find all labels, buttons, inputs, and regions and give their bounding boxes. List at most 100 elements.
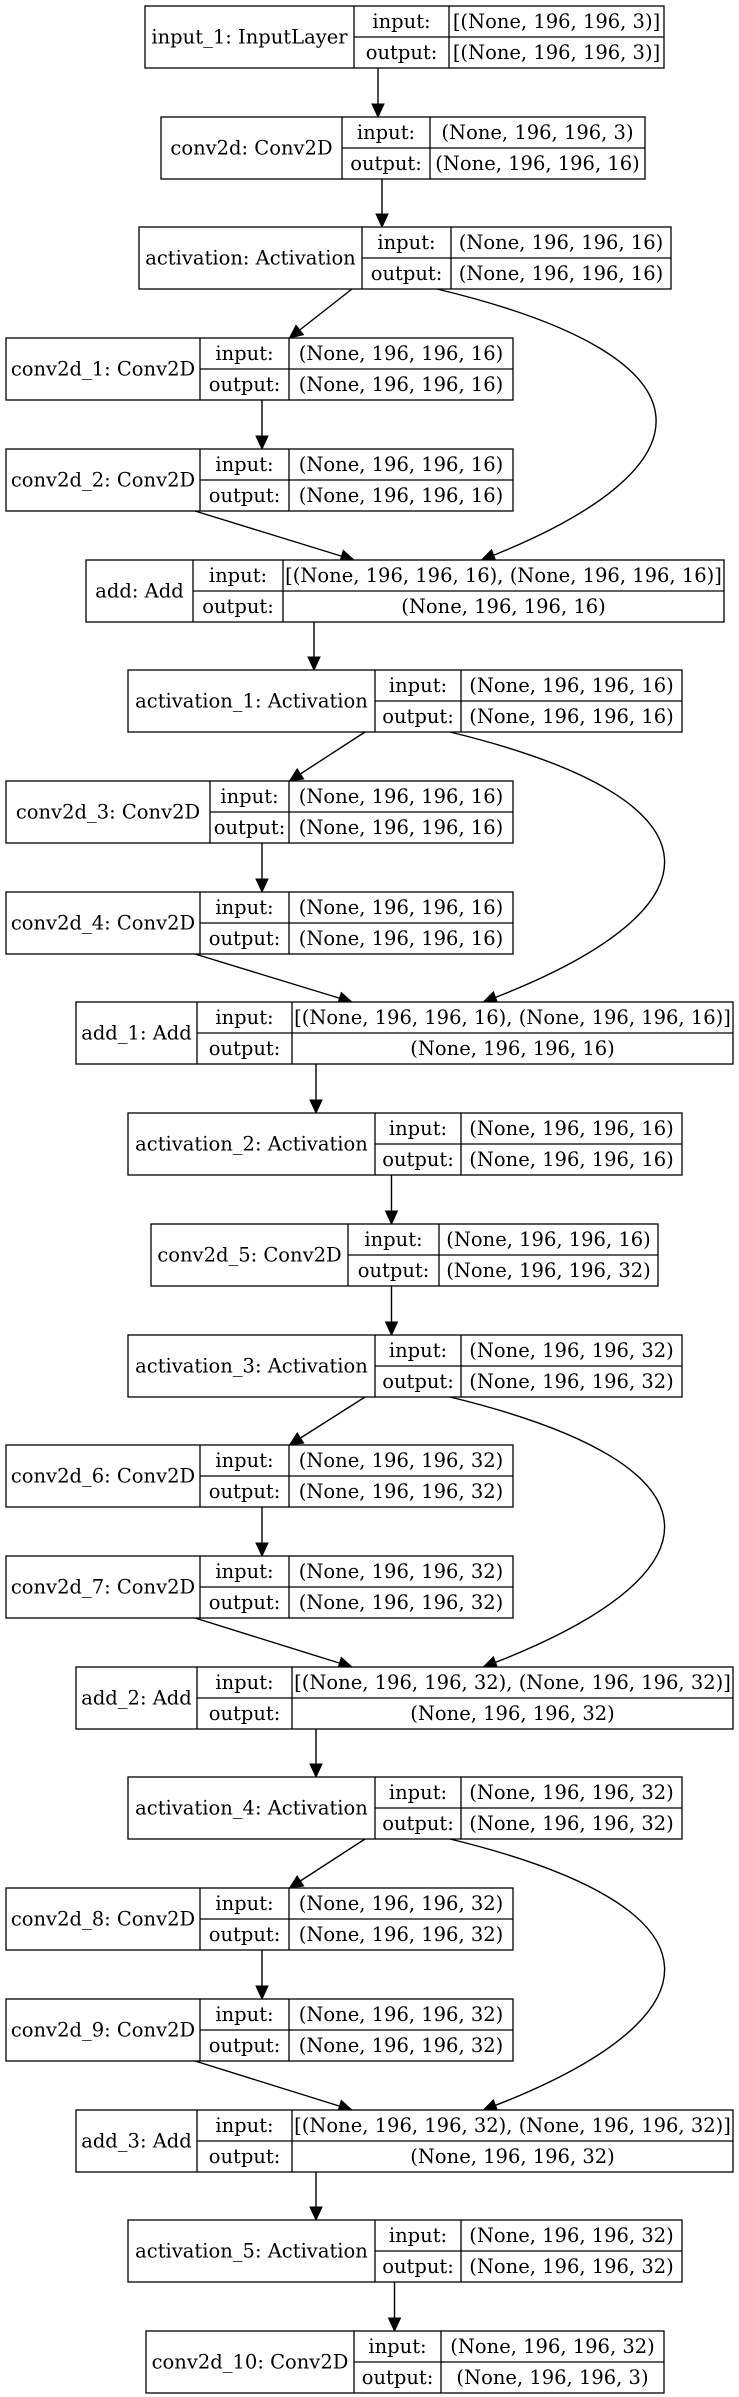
arrowhead <box>387 2317 402 2333</box>
input-shape: [(None, 196, 196, 3)] <box>453 10 660 33</box>
layer-name: activation_1: Activation <box>135 690 368 713</box>
input-shape: (None, 196, 196, 32) <box>469 2224 674 2247</box>
layer-node-input_1: input_1: InputLayer input: output: [(None, … <box>144 5 665 69</box>
edge-conv2d_9-to-add_3 <box>194 2060 354 2113</box>
output-shape: (None, 196, 196, 16) <box>299 373 504 396</box>
edge-conv2d_5-to-activation_3 <box>384 1286 399 1337</box>
input-shape: (None, 196, 196, 16) <box>446 1228 651 1251</box>
input-shape: (None, 196, 196, 32) <box>469 1781 674 1804</box>
arrowhead <box>384 1210 399 1226</box>
edge-line <box>449 1396 666 1668</box>
input-label: input: <box>357 121 415 144</box>
output-shape: (None, 196, 196, 32) <box>469 2255 674 2278</box>
edge-activation_1-to-add_1 <box>449 731 666 1004</box>
layer-node-conv2d_9: conv2d_9: Conv2D input: output: (None, 196,… <box>5 1998 514 2062</box>
input-label: input: <box>215 1671 273 1694</box>
output-label: output: <box>209 484 281 507</box>
input-shape: (None, 196, 196, 16) <box>299 453 504 476</box>
input-label: input: <box>389 1117 447 1140</box>
layer-node-activation_3: activation_3: Activationinput:output:(No… <box>127 1334 683 1398</box>
input-shape: (None, 196, 196, 16) <box>469 674 674 697</box>
arrowhead <box>288 1874 305 1889</box>
input-shape: (None, 196, 196, 32) <box>299 1560 504 1583</box>
output-shape: (None, 196, 196, 16) <box>299 927 504 950</box>
edge-conv2d_4-to-add_1 <box>194 953 354 1005</box>
edge-add-to-activation_1 <box>307 622 321 672</box>
output-label: output: <box>214 816 286 839</box>
input-shape: (None, 196, 196, 32) <box>299 2003 504 2026</box>
edge-activation_2-to-conv2d_5 <box>384 1175 399 1226</box>
layer-name: activation_5: Activation <box>135 2240 368 2263</box>
layer-name: conv2d: Conv2D <box>170 137 332 160</box>
layer-name: conv2d_2: Conv2D <box>11 469 195 492</box>
edge-add_2-to-activation_4 <box>309 1729 323 1779</box>
layer-name: activation: Activation <box>145 247 356 270</box>
output-label: output: <box>209 373 281 396</box>
edge-activation_5-to-conv2d_10 <box>387 2282 402 2333</box>
input-label: input: <box>215 2114 273 2137</box>
arrowhead <box>288 324 305 339</box>
output-label: output: <box>209 1480 281 1503</box>
arrowhead <box>309 1763 323 1779</box>
layer-name: conv2d_10: Conv2D <box>152 2351 349 2374</box>
output-label: output: <box>371 262 443 285</box>
output-shape: (None, 196, 196, 32) <box>410 1702 615 1725</box>
output-shape: (None, 196, 196, 16) <box>401 595 606 618</box>
layer-name: conv2d_6: Conv2D <box>11 1465 195 1488</box>
output-label: output: <box>209 1923 281 1946</box>
input-label: input: <box>364 1228 422 1251</box>
edge-activation_1-to-conv2d_3 <box>288 731 366 782</box>
input-shape: (None, 196, 196, 16) <box>299 342 504 365</box>
input-label: input: <box>215 2003 273 2026</box>
output-shape: (None, 196, 196, 16) <box>410 1037 615 1060</box>
layer-name: conv2d_9: Conv2D <box>11 2019 195 2042</box>
edge-activation-to-add <box>436 288 657 562</box>
edge-conv2d_1-to-conv2d_2 <box>255 400 269 451</box>
layer-name: add_3: Add <box>81 2130 192 2153</box>
input-label: input: <box>389 1781 447 1804</box>
input-shape: (None, 196, 196, 16) <box>299 896 504 919</box>
edge-line <box>194 953 353 1003</box>
input-label: input: <box>389 1339 447 1362</box>
input-label: input: <box>368 2335 426 2358</box>
layer-name: conv2d_5: Conv2D <box>157 1244 341 1267</box>
arrowhead <box>307 656 321 672</box>
edge-conv2d_7-to-add_2 <box>194 1617 354 1670</box>
layer-node-activation: activation: Activationinput:output:(None… <box>138 226 672 290</box>
input-shape: (None, 196, 196, 32) <box>299 1892 504 1915</box>
layer-name: add: Add <box>95 580 183 603</box>
edge-activation_3-to-add_2 <box>449 1396 666 1669</box>
output-shape: (None, 196, 196, 32) <box>410 2145 615 2168</box>
output-shape: (None, 196, 196, 3) <box>456 2366 648 2389</box>
edge-line <box>289 1838 366 1889</box>
arrowhead <box>480 548 497 562</box>
output-shape: (None, 196, 196, 16) <box>299 484 504 507</box>
layer-name: input_1: InputLayer <box>151 26 348 49</box>
layer-name: add_2: Add <box>81 1687 192 1710</box>
arrowhead <box>255 435 269 451</box>
layer-name: conv2d_1: Conv2D <box>11 358 195 381</box>
output-label: output: <box>382 2255 454 2278</box>
input-label: input: <box>372 10 430 33</box>
input-label: input: <box>215 896 273 919</box>
output-label: output: <box>209 1037 281 1060</box>
input-shape: [(None, 196, 196, 16), (None, 196, 196, … <box>285 564 722 587</box>
output-shape: (None, 196, 196, 16) <box>459 262 664 285</box>
edge-line <box>449 731 666 1003</box>
input-shape: [(None, 196, 196, 32), (None, 196, 196, … <box>294 1671 731 1694</box>
arrowhead <box>255 1985 269 2001</box>
output-shape: (None, 196, 196, 16) <box>435 152 640 175</box>
edge-conv2d_8-to-conv2d_9 <box>255 1950 269 2001</box>
output-shape: (None, 196, 196, 32) <box>299 1591 504 1614</box>
edge-conv2d_2-to-add <box>194 510 356 563</box>
output-label: output: <box>366 41 438 64</box>
edge-line <box>194 510 355 561</box>
output-label: output: <box>202 595 274 618</box>
output-label: output: <box>209 2034 281 2057</box>
